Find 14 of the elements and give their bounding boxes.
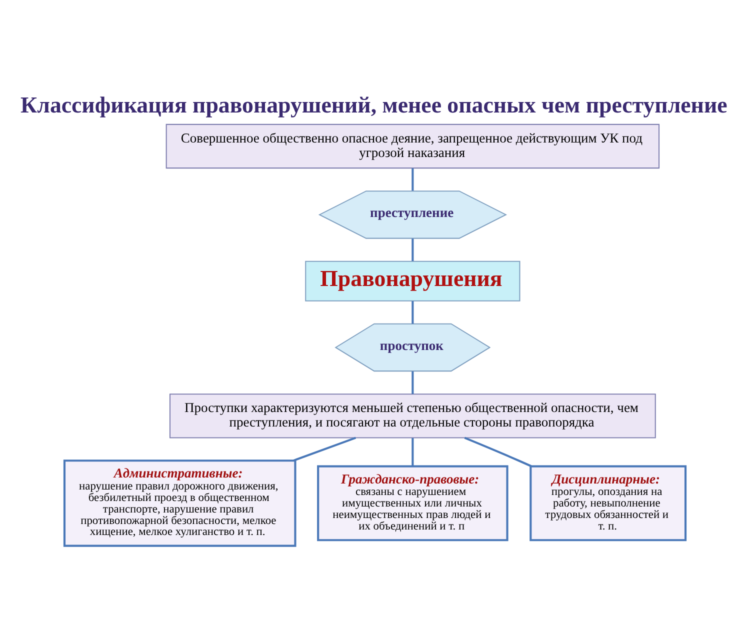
connector xyxy=(293,436,356,462)
node-box: Дисциплинарные: прогулы, опоздания на работу, невыполнение трудовых обязанностей и т. п. xyxy=(530,464,687,541)
connector xyxy=(412,300,414,324)
connector xyxy=(412,238,414,261)
connector xyxy=(412,370,414,394)
node-box: Административные: нарушение правил дорожного движения, безбилетный проезд в общественном транспорте, нарушение правил противопожарной безопасности, мелкое хищение, мелкое хулиганство и т. п. xyxy=(63,459,296,546)
node-box: Совершенное общественно опасное деяние, запрещенное действующим УК под угрозой наказания xyxy=(166,123,660,168)
diagram-title: Классификация правонарушений, менее опасных чем преступление xyxy=(20,92,728,118)
connector xyxy=(412,438,414,466)
connector xyxy=(412,168,414,190)
node-box: Гражданско-правовые: связаны с нарушением имущественных или личных неимущественных прав людей и их объединений и т. п xyxy=(317,464,508,541)
node-box: Проступки характеризуются меньшей степенью общественной опасности, чем преступления, и посягают на отдельные стороны правопорядка xyxy=(169,393,656,438)
connector xyxy=(464,436,532,467)
node-box: Правонарушения xyxy=(305,260,520,301)
